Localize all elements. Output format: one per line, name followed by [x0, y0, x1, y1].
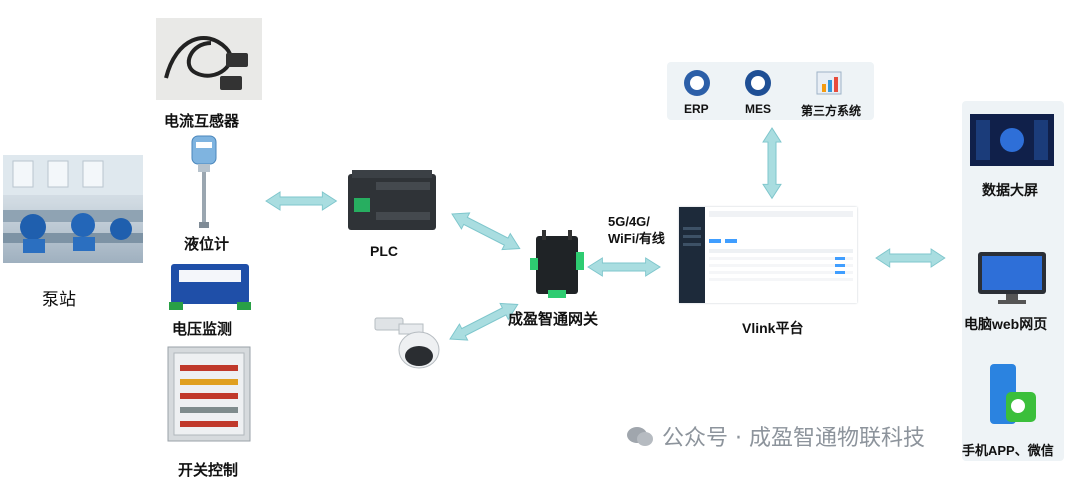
camera-photo — [373, 310, 443, 372]
plc-label: PLC — [370, 243, 398, 259]
switch-cabinet-photo — [166, 345, 252, 443]
gateway-photo — [528, 228, 586, 302]
mes-label: MES — [745, 102, 772, 116]
pump-station-label: 泵站 — [42, 290, 76, 310]
third-party-label: 第三方系统 — [801, 104, 862, 118]
pump-station-photo — [3, 155, 143, 263]
mobile-photo — [986, 362, 1038, 432]
big-screen-photo — [970, 114, 1054, 166]
arrow-plc-gateway — [447, 205, 525, 258]
mes-icon — [743, 68, 773, 98]
watermark: 公众号 · 成盈智通物联科技 — [626, 420, 925, 452]
voltage-monitor-photo — [165, 258, 255, 314]
level-meter-photo — [186, 134, 222, 230]
erp-icon — [682, 68, 712, 98]
switch-control-label: 开关控制 — [178, 461, 239, 479]
erp-label: ERP — [684, 102, 709, 116]
watermark-text: 公众号 · 成盈智通物联科技 — [662, 426, 925, 451]
big-screen-label: 数据大屏 — [982, 182, 1038, 198]
current-transformer-photo — [156, 18, 262, 100]
voltage-monitor-label: 电压监测 — [172, 320, 233, 338]
arrow-platform-systems — [762, 127, 782, 199]
mobile-app-label: 手机APP、微信 — [962, 443, 1054, 458]
network-label: 5G/4G/ WiFi/有线 — [608, 214, 665, 246]
gateway-label: 成盈智通网关 — [508, 310, 599, 328]
wechat-icon — [627, 427, 653, 446]
pc-web-label: 电脑web网页 — [964, 316, 1048, 332]
plc-photo — [346, 168, 438, 234]
current-transformer-label: 电流互感器 — [164, 112, 240, 130]
arrow-gateway-platform — [587, 257, 661, 277]
vlink-platform-screenshot — [679, 207, 857, 303]
pc-monitor-photo — [976, 250, 1048, 306]
vlink-platform-label: Vlink平台 — [742, 320, 804, 336]
arrow-sensors-plc — [265, 191, 337, 211]
third-party-icon — [814, 68, 844, 98]
level-meter-label: 液位计 — [184, 235, 230, 253]
arrow-platform-clients — [875, 248, 946, 268]
